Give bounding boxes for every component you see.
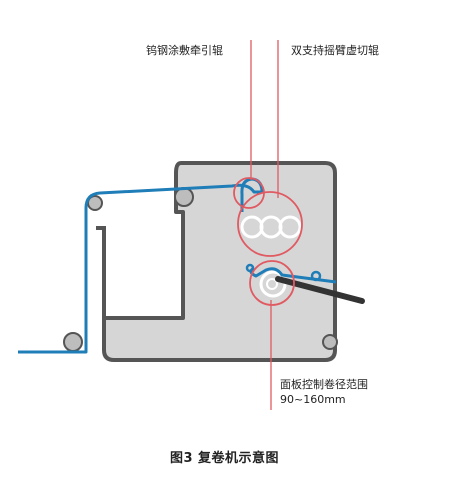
callout-circle-arm [237, 191, 303, 257]
label-panel-range-title: 面板控制卷径范围 [280, 378, 368, 391]
winding-shaft [275, 276, 365, 304]
label-tungsten-roller: 钨钢涂敷牵引辊 [146, 44, 223, 57]
label-swing-arm-cutter: 双支持摇臂虚切辊 [291, 44, 379, 57]
idler-roller-bottom [322, 334, 338, 350]
machine-frame [102, 161, 337, 362]
idler-roller-top-left [174, 187, 194, 207]
label-panel-range-value: 90~160mm [280, 393, 346, 406]
callout-circle-range [249, 260, 295, 306]
web-path [18, 177, 264, 354]
winding-roll [259, 270, 287, 298]
guide-roller-right [310, 270, 322, 282]
winding-core [266, 278, 278, 290]
guide-roller-small [245, 263, 255, 273]
frame-left-slot [96, 226, 106, 318]
figure-caption: 图3 复卷机示意图 [169, 451, 280, 466]
idler-roller-bottom-left [63, 332, 83, 352]
cutter-roller-right [278, 215, 302, 239]
